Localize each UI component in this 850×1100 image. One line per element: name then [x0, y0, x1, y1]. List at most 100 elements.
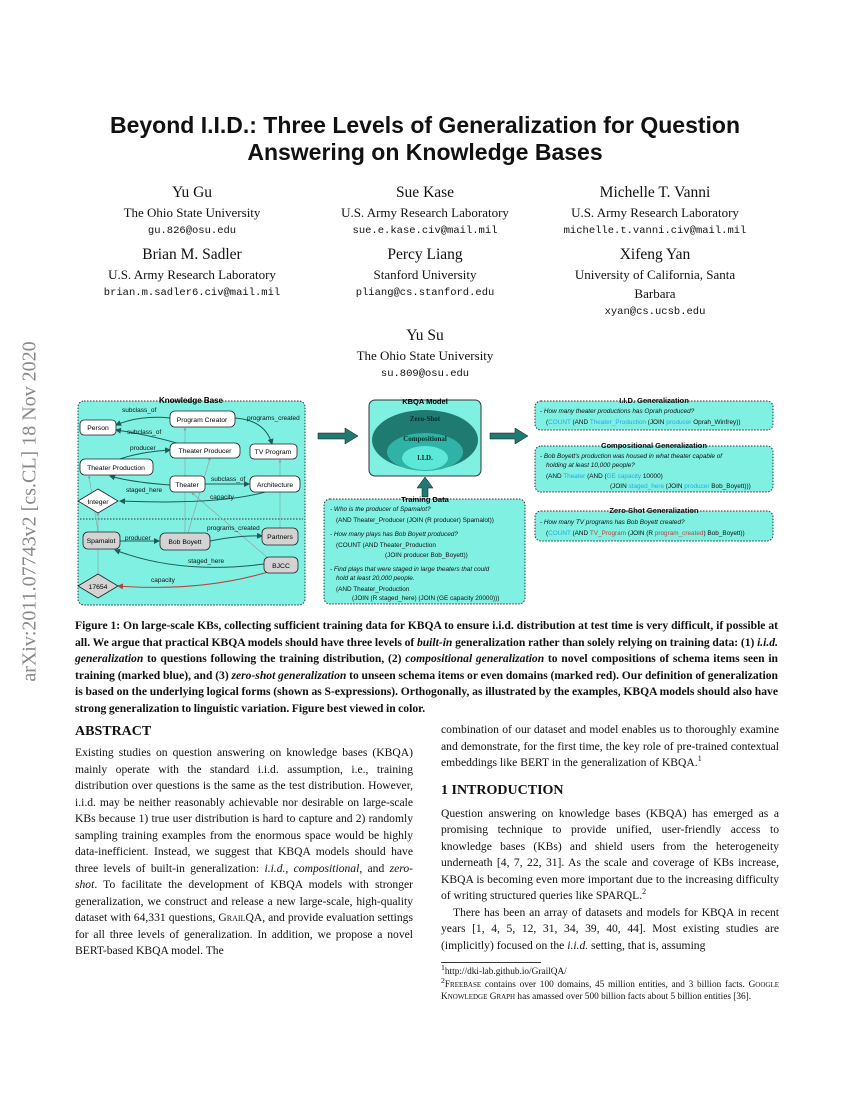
figure-caption: Figure 1: On large-scale KBs, collecting…: [75, 619, 778, 715]
node-label: Theater: [175, 482, 199, 489]
iid-title: I.I.D. Generalization: [619, 396, 689, 405]
author-name: Brian M. Sadler: [142, 246, 242, 263]
node-architecture: [249, 475, 301, 493]
node-label: Person: [87, 425, 109, 432]
training-question: - How many plays has Bob Boyett produced…: [330, 531, 458, 538]
author-email[interactable]: su.809@osu.edu: [380, 368, 470, 380]
node-label: Theater Production: [87, 465, 145, 472]
edge-label: producer: [125, 535, 151, 542]
capacity-edge-instance: [117, 571, 269, 590]
training-question: - Who is the producer of Spamalot?: [330, 506, 431, 513]
compositional-question: holding at least 10,000 people?: [546, 462, 635, 469]
footnote-link[interactable]: http://dki-lab.github.io/GrailQA/: [444, 967, 567, 977]
node-label: Partners: [267, 534, 293, 541]
training-lf: (JOIN (R staged_here) (JOIN (GE capacity…: [352, 595, 499, 602]
author-name: Yu Su: [406, 327, 444, 344]
schema-edges: [109, 416, 274, 568]
edge-label: staged_here: [188, 558, 225, 565]
compositional-lf: (JOIN staged_here (JOIN producer Bob_Boy…: [610, 483, 751, 490]
introduction-heading: 1 INTRODUCTION: [441, 782, 564, 798]
author-affiliation: U.S. Army Research Laboratory: [571, 205, 739, 220]
node-integer: [77, 488, 119, 514]
node-label: Spamalot: [87, 538, 116, 545]
abstract-section: ABSTRACT Existing studies on question an…: [75, 722, 413, 960]
author-affiliation: Stanford University: [373, 267, 477, 282]
training-lf: (AND Theater_Production: [336, 586, 410, 593]
node-spamalot: [82, 531, 121, 550]
author-block: Sue Kase U.S. Army Research Laboratory s…: [300, 183, 550, 240]
author-block: Brian M. Sadler U.S. Army Research Labor…: [67, 245, 317, 302]
author-block: Yu Gu The Ohio State University gu.826@o…: [67, 183, 317, 240]
iid-lf: (COUNT (AND Theater_Production (JOIN pro…: [546, 419, 740, 426]
node-bob-boyett: [159, 532, 211, 551]
author-block: Xifeng Yan University of California, San…: [555, 245, 755, 321]
author-block: Michelle T. Vanni U.S. Army Research Lab…: [530, 183, 780, 240]
paper-title: Beyond I.I.D.: Three Levels of Generaliz…: [109, 112, 741, 165]
edge-label: subclass_of: [211, 476, 246, 483]
training-lf: (AND Theater_Producer (JOIN (R producer)…: [336, 517, 494, 524]
level-label: Compositional: [403, 435, 447, 443]
zero-shot-panel: [534, 510, 774, 542]
node-label: TV Program: [255, 449, 292, 456]
author-name: Michelle T. Vanni: [599, 184, 711, 201]
compositional-lf: (AND Theater (AND (GE capacity 10000): [546, 473, 663, 480]
author-email[interactable]: brian.m.sadler6.civ@mail.mil: [103, 287, 281, 299]
node-theater-producer: [169, 442, 241, 459]
zero-shot-title: Zero-Shot Generalization: [609, 506, 699, 515]
node-label: Program Creator: [177, 417, 228, 424]
right-column: combination of our dataset and model ena…: [441, 722, 779, 1004]
edge-label: programs_created: [247, 415, 300, 422]
node-label: Architecture: [257, 482, 293, 489]
node-theater-production: [79, 458, 154, 476]
intro-paragraph: There has been an array of datasets and …: [441, 905, 779, 952]
iid-panel: [534, 400, 774, 431]
kb-title: Knowledge Base: [159, 396, 224, 405]
compositional-question: - Bob Boyett's production was housed in …: [540, 453, 723, 460]
node-tv-program: [249, 443, 298, 460]
edge-label: subclass_of: [122, 407, 157, 414]
node-label: BJCC: [272, 563, 290, 570]
training-question: - Find plays that were staged in large t…: [330, 566, 490, 573]
training-lf: (JOIN producer Bob_Boyett)): [385, 552, 468, 559]
abstract-heading: ABSTRACT: [75, 724, 152, 739]
author-email[interactable]: michelle.t.vanni.civ@mail.mil: [563, 225, 747, 237]
author-affiliation: University of California, Santa Barbara: [574, 267, 736, 301]
iid-question: - How many theater productions has Oprah…: [540, 408, 695, 415]
compositional-title: Compositional Generalization: [601, 441, 707, 450]
arxiv-stamp: arXiv:2011.07743v2 [cs.CL] 18 Nov 2020: [18, 341, 41, 682]
zero-shot-lf: (COUNT (AND TV_Program (JOIN (R program_…: [546, 530, 745, 537]
author-affiliation: The Ohio State University: [356, 348, 494, 363]
abstract-continuation: combination of our dataset and model ena…: [441, 723, 779, 769]
figure-1: Knowledge Base subclass_of subclass_of p…: [77, 396, 774, 606]
abstract-text: Existing studies on question answering o…: [75, 746, 414, 957]
training-lf: (COUNT (AND Theater_Production: [336, 542, 436, 549]
model-title: KBQA Model: [402, 397, 448, 406]
edge-label: capacity: [151, 577, 176, 584]
node-program-creator: [169, 410, 236, 428]
arrow-right-icon: [317, 427, 359, 445]
author-block: Percy Liang Stanford University pliang@c…: [300, 245, 550, 302]
author-email[interactable]: gu.826@osu.edu: [147, 225, 237, 237]
compositional-panel: [534, 445, 774, 493]
node-label: 17654: [89, 584, 108, 591]
author-email[interactable]: pliang@cs.stanford.edu: [355, 287, 495, 299]
author-email[interactable]: sue.e.kase.civ@mail.mil: [352, 225, 498, 237]
node-person: [79, 419, 117, 436]
author-name: Xifeng Yan: [619, 246, 691, 263]
zero-shot-question: - How many TV programs has Bob Boyett cr…: [540, 519, 685, 526]
author-name: Sue Kase: [395, 184, 455, 201]
training-question: hold at least 20,000 people.: [336, 575, 415, 582]
level-label: Zero-Shot: [410, 415, 441, 423]
node-theater: [169, 475, 206, 493]
author-name: Percy Liang: [387, 246, 463, 263]
level-label: I.I.D.: [417, 454, 433, 462]
author-email[interactable]: xyan@cs.ucsb.edu: [604, 306, 706, 318]
node-label: Bob Boyett: [168, 539, 201, 546]
author-affiliation: U.S. Army Research Laboratory: [108, 267, 276, 282]
training-data-panel: [323, 498, 526, 605]
author-block: Yu Su The Ohio State University su.809@o…: [300, 326, 550, 383]
author-affiliation: The Ohio State University: [123, 205, 261, 220]
arrow-right-icon: [489, 427, 529, 445]
edge-label: programs_created: [207, 525, 260, 532]
edge-label: capacity: [210, 494, 235, 501]
